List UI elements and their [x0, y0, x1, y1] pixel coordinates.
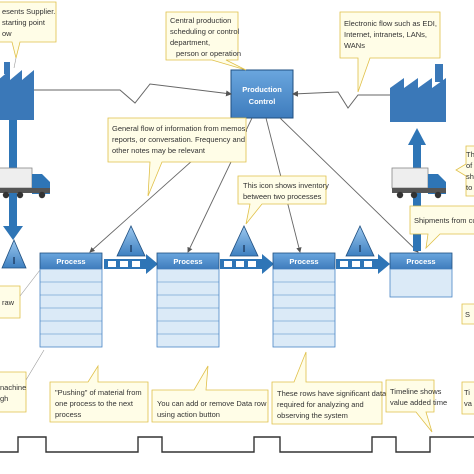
note-machine-line1: nachine — [0, 383, 26, 392]
customer-shipment-arrow — [408, 128, 426, 251]
note-right-bottom: Ti va — [461, 381, 474, 415]
note-timeline-line2: value added time — [390, 398, 447, 407]
note-rows-line3: observing the system — [277, 411, 348, 420]
note-raw-line1: raw — [2, 298, 15, 307]
note-machine-line2: gh — [0, 394, 8, 403]
pointer-line-raw — [19, 269, 41, 297]
inventory-triangle-4: I — [345, 225, 375, 257]
note-inventory-line2: between two processes — [243, 192, 322, 201]
note-timeline: Timeline shows value added time — [385, 379, 447, 433]
note-rows-line1: These rows have significant data — [277, 389, 387, 398]
note-right-top-line2: of — [466, 161, 473, 170]
push-arrow-2 — [220, 254, 274, 274]
note-right-top-line4: to — [466, 183, 472, 192]
note-shipments-line1: Shipments from cu — [414, 216, 474, 225]
process-box-3: Process — [272, 252, 336, 348]
note-general-line1: General flow of information from memos, — [112, 124, 247, 133]
note-right-bottom-line1: Ti — [464, 388, 470, 397]
timeline — [0, 436, 474, 453]
production-control-line2: Control — [249, 97, 276, 106]
note-pushing-line3: process — [55, 410, 82, 419]
push-arrow-3 — [336, 254, 390, 274]
inventory-marker: I — [359, 244, 362, 255]
note-machine: nachine gh — [0, 371, 27, 413]
inventory-marker: I — [13, 256, 16, 267]
note-inventory: This icon shows inventory between two pr… — [237, 175, 329, 225]
note-raw: raw — [0, 285, 21, 319]
note-right-top-line1: Th — [466, 150, 474, 159]
push-arrow-1 — [104, 254, 158, 274]
note-central-line4: person or operation — [176, 49, 241, 58]
inventory-marker: I — [130, 244, 133, 255]
inventory-triangle-2: I — [116, 225, 146, 257]
process-title: Process — [289, 257, 318, 266]
note-supplier: esents Supplier. starting point ow — [0, 1, 57, 59]
note-central-line2: scheduling or control — [170, 27, 240, 36]
note-right-top-line3: sh — [466, 172, 474, 181]
note-supplier-line1: esents Supplier. — [2, 7, 55, 16]
production-control-line1: Production — [242, 85, 282, 94]
electronic-flow-right — [292, 90, 390, 109]
pointer-line-supplier — [13, 57, 17, 69]
note-electronic-line2: Internet, intranets, LANs, — [344, 30, 427, 39]
note-right-bottom-line2: va — [464, 399, 473, 408]
note-add-remove-line1: You can add or remove Data row — [157, 399, 267, 408]
process-box-2: Process — [156, 252, 220, 348]
customer-factory-icon — [390, 64, 446, 122]
electronic-flow-left — [34, 83, 232, 104]
pointer-line-machine — [25, 349, 45, 381]
note-rows-line2: required for analyzing and — [277, 400, 364, 409]
note-general-line3: other notes may be relevant — [112, 146, 206, 155]
note-central-line3: department, — [170, 38, 210, 47]
customer-truck-icon — [391, 167, 446, 199]
process-title: Process — [406, 257, 435, 266]
info-line-4 — [279, 117, 419, 253]
note-central-line1: Central production — [170, 16, 231, 25]
note-central: Central production scheduling or control… — [165, 11, 247, 71]
process-box-1: Process — [39, 252, 103, 348]
note-right-top: Th of sh to — [455, 145, 474, 197]
note-rows: These rows have significant data require… — [271, 351, 387, 425]
note-right-mid-line1: S — [465, 310, 470, 319]
note-electronic-line3: WANs — [344, 41, 365, 50]
inventory-triangle-3: I — [229, 225, 259, 257]
note-timeline-line1: Timeline shows — [390, 387, 442, 396]
note-shipments: Shipments from cu — [409, 205, 474, 250]
note-general: General flow of information from memos, … — [107, 117, 247, 197]
process-title: Process — [173, 257, 202, 266]
inventory-marker: I — [243, 244, 246, 255]
note-electronic-line1: Electronic flow such as EDI, — [344, 19, 437, 28]
note-add-remove: You can add or remove Data row using act… — [151, 365, 269, 423]
note-supplier-line3: ow — [2, 29, 12, 38]
note-electronic: Electronic flow such as EDI, Internet, i… — [339, 11, 441, 93]
production-control-box: Production Control — [230, 69, 294, 119]
note-general-line2: reports, or conversation. Frequency and — [112, 135, 245, 144]
supplier-truck-icon — [0, 167, 50, 199]
note-pushing-line1: "Pushing" of material from — [55, 388, 142, 397]
note-pushing-line2: one process to the next — [55, 399, 134, 408]
note-right-mid: S — [461, 303, 474, 325]
process-box-4: Process — [389, 252, 453, 298]
process-title: Process — [56, 257, 85, 266]
note-add-remove-line2: using action button — [157, 410, 220, 419]
note-inventory-line1: This icon shows inventory — [243, 181, 329, 190]
inventory-triangle-1: I — [1, 238, 27, 269]
note-pushing: "Pushing" of material from one process t… — [49, 364, 149, 423]
note-supplier-line2: starting point — [2, 18, 46, 27]
supplier-factory-icon — [0, 62, 34, 120]
